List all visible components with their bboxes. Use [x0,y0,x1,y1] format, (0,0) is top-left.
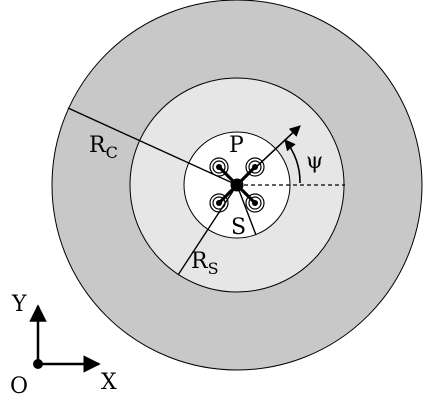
radius-line-rc [67,107,238,186]
label-s: S [231,215,246,240]
label-p: P [229,133,244,158]
label-rs: RS [191,249,219,278]
label-x-axis: X [101,370,117,395]
origin-point [33,359,43,369]
angle-arc-psi [284,139,301,184]
label-y-axis: Y [11,292,27,317]
quadcopter-icon [209,157,265,213]
label-rc: RC [89,133,118,162]
radius-line-inner [236,184,257,236]
label-psi: ψ [306,149,323,174]
coordinate-axes [29,304,101,373]
label-origin: O [10,374,28,399]
